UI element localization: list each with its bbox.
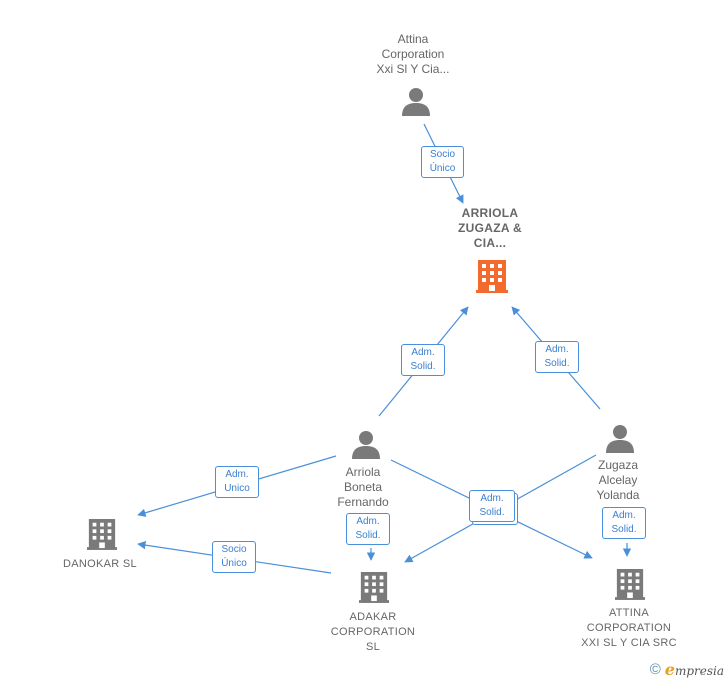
node-label-zugaza-alcelay-yolanda[interactable]: Zugaza Alcelay Yolanda — [596, 458, 640, 502]
brand-initial: e — [664, 660, 675, 679]
edge-label-adm-solid: Adm. Solid. — [469, 490, 515, 522]
person-icon[interactable] — [351, 429, 381, 459]
node-label-attina-person[interactable]: Attina Corporation Xxi Sl Y Cia... — [376, 32, 450, 76]
edge-label-adm-solid: Adm. Solid. — [535, 341, 579, 373]
building-icon[interactable] — [359, 569, 389, 605]
edge-label-adm-solid: Adm. Solid. — [346, 513, 390, 545]
edge-label-adm-unico: Adm. Unico — [215, 466, 259, 498]
person-icon[interactable] — [605, 423, 635, 453]
building-icon[interactable] — [476, 258, 508, 294]
empresia-logo: © empresia — [650, 660, 724, 679]
node-label-adakar[interactable]: ADAKAR CORPORATION SL — [330, 611, 416, 653]
edge-label-adm-solid: Adm. Solid. — [602, 507, 646, 539]
node-label-attina-src[interactable]: ATTINA CORPORATION XXI SL Y CIA SRC — [581, 607, 677, 649]
edge-label-socio-unico: Socio Único — [421, 146, 464, 178]
copyright-icon: © — [649, 661, 661, 678]
building-icon[interactable] — [615, 566, 645, 602]
node-label-arriola-boneta-fernando[interactable]: Arriola Boneta Fernando — [337, 465, 389, 509]
person-icon[interactable] — [401, 86, 431, 116]
node-label-arriola-zugaza[interactable]: ARRIOLA ZUGAZA & CIA... — [458, 206, 522, 250]
edge-label-adm-solid: Adm. Solid. — [401, 344, 445, 376]
brand-wordmark: empresia — [665, 660, 724, 679]
building-icon[interactable] — [87, 516, 117, 552]
edge-label-socio-unico: Socio Único — [212, 541, 256, 573]
brand-rest: mpresia — [674, 664, 724, 678]
node-label-danokar[interactable]: DANOKAR SL — [63, 558, 137, 570]
